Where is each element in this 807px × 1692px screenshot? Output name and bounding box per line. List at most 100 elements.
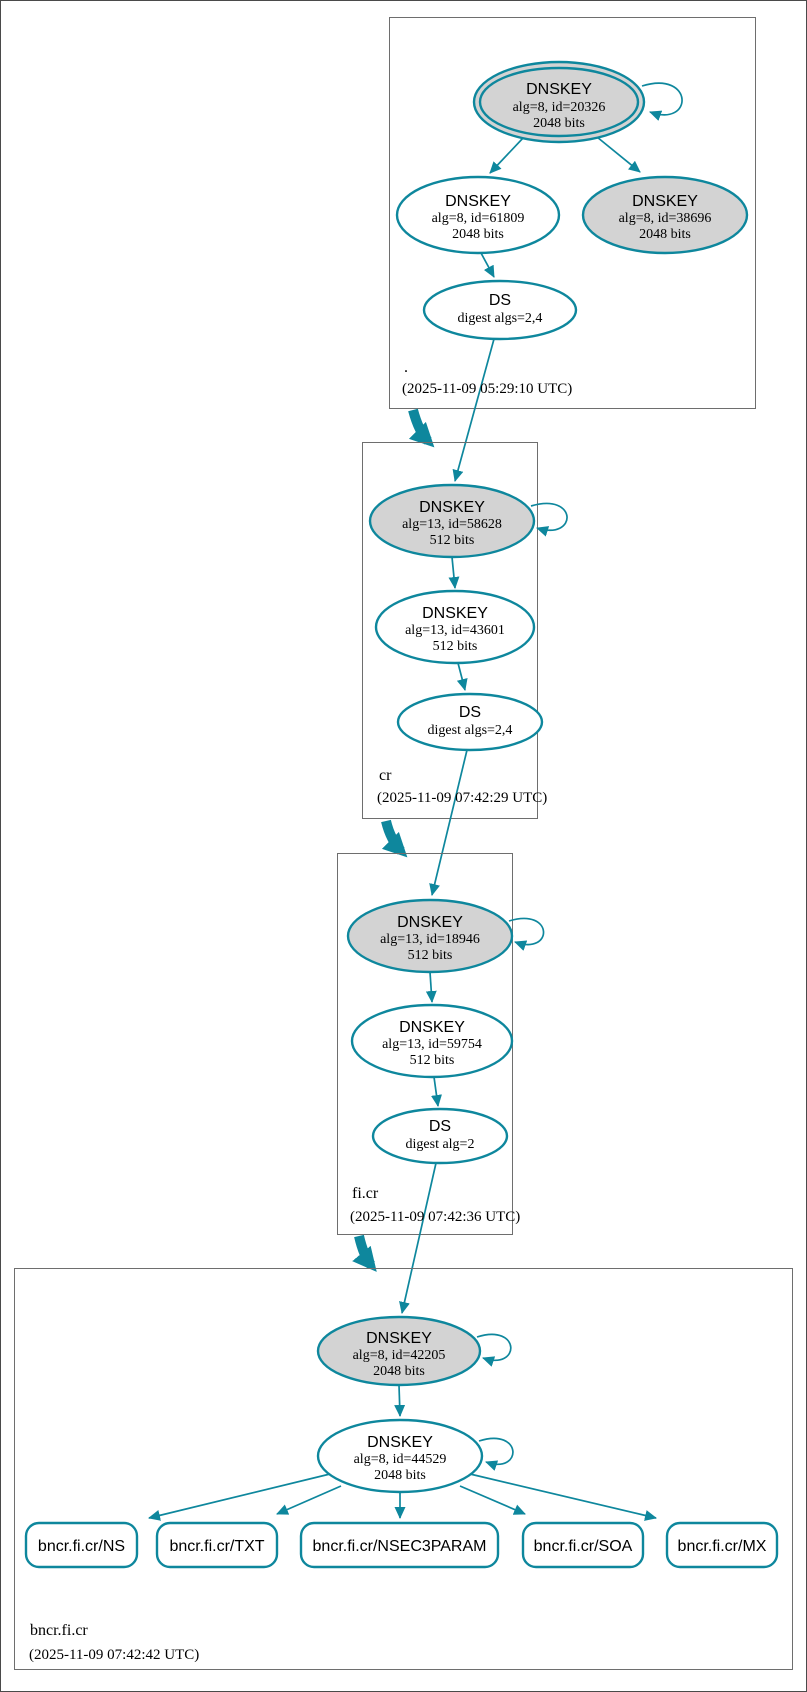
dnskey-node-44529[interactable]: DNSKEY alg=8, id=44529 2048 bits (316, 1418, 484, 1494)
dnskey-node-18946[interactable]: DNSKEY alg=13, id=18946 512 bits (346, 898, 514, 974)
zone-root: DNSKEY alg=8, id=20326 2048 bits DNSKEY … (389, 17, 756, 482)
ds-ellipse[interactable] (371, 1107, 509, 1165)
dnskey-node-38696[interactable]: DNSKEY alg=8, id=38696 2048 bits (581, 175, 749, 255)
rrset-box[interactable] (155, 1521, 279, 1569)
dnskey-ellipse[interactable] (395, 175, 561, 255)
zone-box-bncr-fi-cr (14, 1268, 793, 1670)
dnskey-node-61809[interactable]: DNSKEY alg=8, id=61809 2048 bits (395, 175, 561, 255)
rrset-label: bncr.fi.cr/NS (38, 1538, 125, 1555)
node-detail: alg=8, id=20326 (513, 100, 606, 115)
dnskey-ksk-ellipse-outer[interactable] (472, 60, 646, 144)
node-title: DS (489, 292, 511, 309)
zone-label: cr (379, 767, 392, 784)
rrset-label: bncr.fi.cr/SOA (534, 1538, 633, 1555)
rrset-node-txt[interactable]: bncr.fi.cr/TXT (155, 1521, 279, 1569)
node-detail: digest alg=2 (406, 1137, 475, 1152)
node-title: DNSKEY (397, 914, 463, 931)
dnskey-ellipse[interactable] (350, 1003, 514, 1079)
node-bits: 2048 bits (452, 227, 504, 242)
node-title: DNSKEY (422, 605, 488, 622)
node-bits: 2048 bits (373, 1364, 425, 1379)
dnskey-ksk-ellipse[interactable] (346, 898, 514, 974)
edge-bncr-ksk-selfloop (476, 1333, 512, 1367)
edge-ficr-ksk-selfloop (508, 917, 545, 951)
rrset-node-ns[interactable]: bncr.fi.cr/NS (24, 1521, 139, 1569)
ds-ellipse[interactable] (422, 279, 578, 341)
node-detail: alg=13, id=43601 (405, 623, 505, 638)
rrset-box[interactable] (299, 1521, 500, 1569)
node-bits: 512 bits (408, 948, 453, 963)
rrset-node-mx[interactable]: bncr.fi.cr/MX (665, 1521, 779, 1569)
zone-timestamp: (2025-11-09 07:42:36 UTC) (350, 1209, 520, 1225)
edge-ficr-ksk-to-zsk (425, 971, 437, 1003)
dnskey-ellipse[interactable] (316, 1418, 484, 1494)
dnskey-node-20326[interactable]: DNSKEY alg=8, id=20326 2048 bits (472, 60, 646, 144)
node-title: DNSKEY (632, 193, 698, 210)
node-bits: 512 bits (410, 1053, 455, 1068)
zone-label: fi.cr (352, 1185, 379, 1202)
node-detail: alg=8, id=42205 (353, 1348, 446, 1363)
ds-ellipse[interactable] (396, 692, 544, 752)
node-title: DNSKEY (526, 81, 592, 98)
node-bits: 512 bits (433, 639, 478, 654)
node-detail: alg=8, id=61809 (432, 211, 525, 226)
node-bits: 2048 bits (374, 1468, 426, 1483)
edge-cr-ksk-to-zsk (448, 556, 460, 589)
node-detail: alg=8, id=38696 (619, 211, 712, 226)
dnskey-node-42205[interactable]: DNSKEY alg=8, id=42205 2048 bits (316, 1315, 482, 1387)
zone-label: bncr.fi.cr (30, 1622, 88, 1639)
dnskey-ellipse[interactable] (374, 589, 536, 665)
edge-root-ksk-to-zsk (489, 136, 525, 174)
node-title: DS (459, 704, 481, 721)
edge-root-ksk-selfloop (641, 82, 683, 121)
rrset-node-soa[interactable]: bncr.fi.cr/SOA (521, 1521, 645, 1569)
dnskey-ellipse[interactable] (581, 175, 749, 255)
node-title: DNSKEY (399, 1019, 465, 1036)
node-title: DNSKEY (366, 1330, 432, 1347)
node-title: DS (429, 1118, 451, 1135)
zone-timestamp: (2025-11-09 07:42:42 UTC) (29, 1647, 199, 1663)
zone-box-root (389, 17, 756, 409)
edge-root-ksk-to-key2 (596, 136, 641, 173)
edge-bncr-zsk-to-mx (469, 1473, 657, 1521)
edge-cr-ksk-selfloop (530, 502, 568, 537)
rrset-label: bncr.fi.cr/MX (678, 1538, 767, 1555)
ds-node-fi-cr[interactable]: DS digest alg=2 (371, 1107, 509, 1165)
ds-node-root[interactable]: DS digest algs=2,4 (422, 279, 578, 341)
dnskey-node-59754[interactable]: DNSKEY alg=13, id=59754 512 bits (350, 1003, 514, 1079)
edge-cr-ds-to-ficr-ksk (429, 749, 468, 896)
node-detail: alg=8, id=44529 (354, 1452, 447, 1467)
node-detail: alg=13, id=59754 (382, 1037, 482, 1052)
edge-cr-zsk-to-ds (456, 662, 468, 691)
edge-bncr-zsk-selfloop (478, 1437, 514, 1471)
ds-node-cr[interactable]: DS digest algs=2,4 (396, 692, 544, 752)
node-detail: digest algs=2,4 (458, 311, 543, 326)
node-title: DNSKEY (367, 1434, 433, 1451)
zone-label: . (404, 359, 408, 376)
rrset-box[interactable] (665, 1521, 779, 1569)
rrset-node-nsec3param[interactable]: bncr.fi.cr/NSEC3PARAM (299, 1521, 500, 1569)
dnskey-node-58628[interactable]: DNSKEY alg=13, id=58628 512 bits (368, 483, 536, 559)
zone-timestamp: (2025-11-09 07:42:29 UTC) (377, 790, 547, 806)
edge-root-ds-to-cr-ksk (452, 338, 495, 482)
rrset-label: bncr.fi.cr/TXT (169, 1538, 264, 1555)
rrset-label: bncr.fi.cr/NSEC3PARAM (313, 1538, 487, 1555)
zone-cr: DNSKEY alg=13, id=58628 512 bits DNSKEY … (362, 442, 568, 896)
zone-fi-cr: DNSKEY alg=13, id=18946 512 bits DNSKEY … (337, 853, 545, 1314)
dnskey-ksk-ellipse[interactable] (368, 483, 536, 559)
dnskey-node-43601[interactable]: DNSKEY alg=13, id=43601 512 bits (374, 589, 536, 665)
rrset-box[interactable] (521, 1521, 645, 1569)
delegation-arrow-ficr-bncr (352, 1234, 377, 1272)
edge-ficr-zsk-to-ds (431, 1076, 442, 1107)
node-detail: alg=13, id=58628 (402, 517, 502, 532)
rrset-box[interactable] (24, 1521, 139, 1569)
node-title: DNSKEY (419, 499, 485, 516)
dnskey-ksk-ellipse[interactable] (316, 1315, 482, 1387)
node-title: DNSKEY (445, 193, 511, 210)
delegation-arrow-root-cr (408, 408, 435, 448)
zone-timestamp: (2025-11-09 05:29:10 UTC) (402, 381, 572, 397)
node-detail: digest algs=2,4 (428, 723, 513, 738)
node-bits: 512 bits (430, 533, 475, 548)
